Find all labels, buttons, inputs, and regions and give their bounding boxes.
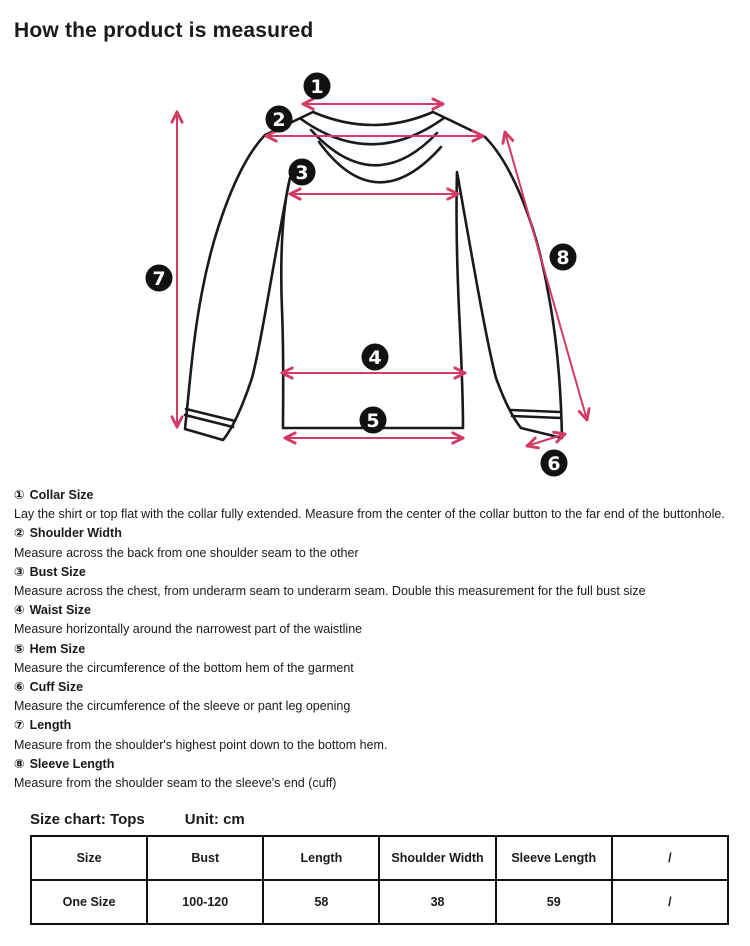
marker-6: 6 xyxy=(540,449,568,477)
col-length: Length xyxy=(262,835,381,882)
marker-5: 5 xyxy=(359,406,387,434)
size-guide-page: How the product is measured xyxy=(0,18,750,946)
col-sleeve-length: Sleeve Length xyxy=(494,835,613,882)
svg-text:6: 6 xyxy=(547,453,560,475)
measure-heading-sleeve: ⑧ Sleeve Length xyxy=(14,755,736,774)
measure-desc-waist: Measure horizontally around the narrowes… xyxy=(14,622,363,637)
measure-desc-shoulder: Measure across the back from one shoulde… xyxy=(14,545,359,560)
measure-desc-sleeve: Measure from the shoulder seam to the sl… xyxy=(14,776,337,791)
measurement-definitions: ① Collar Size Lay the shirt or top flat w… xyxy=(0,480,750,793)
size-chart-header: Size chart: Tops Unit: cm xyxy=(30,810,750,829)
measurement-arrows xyxy=(177,104,587,446)
measure-label: Sleeve Length xyxy=(29,756,115,771)
measure-desc-length: Measure from the shoulder's highest poin… xyxy=(14,737,388,752)
circled-number: ⑥ xyxy=(14,680,25,695)
svg-text:2: 2 xyxy=(272,109,285,131)
measure-desc-cuff: Measure the circumference of the sleeve … xyxy=(14,699,351,714)
measure-desc-collar: Lay the shirt or top flat with the colla… xyxy=(14,507,725,522)
measure-label: Waist Size xyxy=(29,603,91,618)
measure-desc-hem: Measure the circumference of the bottom … xyxy=(14,660,354,675)
measure-heading-bust: ③ Bust Size xyxy=(14,563,736,582)
measure-desc-bust: Measure across the chest, from underarm … xyxy=(14,584,646,599)
circled-number: ⑦ xyxy=(14,718,25,733)
size-chart-unit: Unit: cm xyxy=(184,811,245,829)
collar-arc-2 xyxy=(299,116,446,146)
collar-arc-1 xyxy=(311,110,435,127)
measure-label: Bust Size xyxy=(29,564,86,579)
svg-text:4: 4 xyxy=(368,347,381,369)
circled-number: ⑧ xyxy=(14,756,25,771)
right-shoulder-line xyxy=(431,110,487,139)
circled-number: ④ xyxy=(14,603,25,618)
measure-heading-length: ⑦ Length xyxy=(14,716,736,735)
marker-4: 4 xyxy=(361,343,389,371)
svg-text:1: 1 xyxy=(310,76,323,98)
arrow-sleeve xyxy=(505,132,587,420)
left-cuff-line-1 xyxy=(184,407,237,423)
col-shoulder-width: Shoulder Width xyxy=(378,835,497,882)
measurement-diagram: 1 2 3 4 5 6 7 8 xyxy=(145,72,750,477)
collar-arc-4 xyxy=(317,140,443,184)
measure-label: Cuff Size xyxy=(29,680,84,695)
col-slash: / xyxy=(610,835,730,882)
measure-heading-hem: ⑤ Hem Size xyxy=(14,640,736,659)
size-chart-title: Size chart: Tops xyxy=(30,811,145,829)
cell-sleeve-length: 59 xyxy=(494,879,613,926)
circled-number: ⑤ xyxy=(14,641,25,656)
marker-1: 1 xyxy=(303,72,331,100)
measure-label: Collar Size xyxy=(29,488,94,502)
right-cuff-line-1 xyxy=(509,408,562,414)
marker-8: 8 xyxy=(549,243,577,271)
cell-size: One Size xyxy=(29,879,149,926)
cell-slash: / xyxy=(610,879,730,926)
svg-text:5: 5 xyxy=(366,410,379,432)
cell-bust: 100-120 xyxy=(146,879,265,926)
size-table-header-row: Size Bust Length Shoulder Width Sleeve L… xyxy=(29,835,730,882)
measure-heading-shoulder: ② Shoulder Width xyxy=(14,524,736,543)
sweater-outline xyxy=(183,110,564,442)
cell-shoulder-width: 38 xyxy=(378,879,497,926)
arrow-cuff xyxy=(527,434,565,446)
marker-7: 7 xyxy=(145,264,173,292)
col-size: Size xyxy=(29,835,149,882)
marker-3: 3 xyxy=(288,158,316,186)
measure-label: Shoulder Width xyxy=(29,526,122,541)
measure-heading-collar: ① Collar Size xyxy=(14,486,736,505)
marker-2: 2 xyxy=(265,105,293,133)
size-chart-table: Size Bust Length Shoulder Width Sleeve L… xyxy=(29,835,730,926)
measure-label: Hem Size xyxy=(29,641,86,656)
measure-label: Length xyxy=(29,718,72,733)
col-bust: Bust xyxy=(146,835,265,882)
size-table-row: One Size 100-120 58 38 59 / xyxy=(29,879,730,926)
circled-number: ② xyxy=(14,526,25,541)
circled-number: ① xyxy=(14,488,25,502)
svg-text:3: 3 xyxy=(295,162,308,184)
measure-heading-cuff: ⑥ Cuff Size xyxy=(14,678,736,697)
svg-text:8: 8 xyxy=(556,247,569,269)
page-title: How the product is measured xyxy=(14,19,314,42)
right-cuff-line-2 xyxy=(510,414,563,420)
measure-heading-waist: ④ Waist Size xyxy=(14,601,736,620)
collar-arc-3 xyxy=(309,128,439,167)
circled-number: ③ xyxy=(14,564,25,579)
svg-text:7: 7 xyxy=(152,268,165,290)
left-cuff-line-2 xyxy=(183,413,235,429)
cell-length: 58 xyxy=(262,879,381,926)
